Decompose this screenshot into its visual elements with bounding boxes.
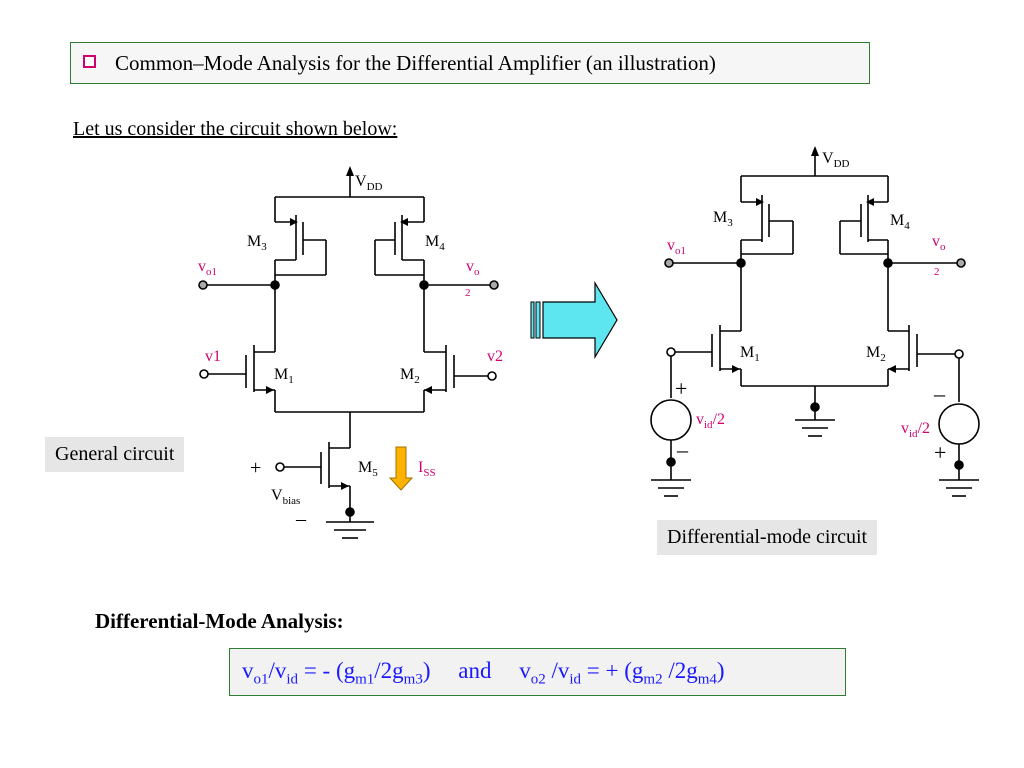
g-vo1-label: vo1 bbox=[198, 258, 217, 278]
d-vdd-label: VDD bbox=[822, 150, 850, 170]
d-left-source-label: vid/2 bbox=[696, 411, 725, 431]
checkbox-bullet-icon bbox=[83, 55, 96, 68]
equation-box: vo1/vid = - (gm1/2gm3) and vo2 /vid = + … bbox=[229, 648, 846, 696]
d-right-plus: + bbox=[934, 440, 946, 465]
current-arrow-icon bbox=[388, 446, 414, 491]
general-circuit-label: General circuit bbox=[45, 437, 185, 472]
d-m1-label: M1 bbox=[740, 344, 760, 364]
intro-text: Let us consider the circuit shown below: bbox=[73, 118, 398, 140]
d-vo1-label: vo1 bbox=[667, 237, 686, 257]
g-plus-sign: + bbox=[250, 457, 261, 479]
d-vo2-label: vo bbox=[932, 233, 946, 253]
d-right-minus: – bbox=[933, 381, 946, 406]
differential-circuit bbox=[650, 146, 980, 497]
transition-arrow-icon bbox=[530, 280, 618, 360]
g-vdd-label: VDD bbox=[355, 173, 383, 193]
d-right-source-label: vid/2 bbox=[901, 420, 930, 440]
g-m4-label: M4 bbox=[425, 233, 445, 253]
g-vbias-label: Vbias bbox=[271, 487, 300, 507]
d-m4-label: M4 bbox=[890, 212, 910, 232]
g-m2-label: M2 bbox=[400, 366, 420, 386]
g-minus-sign: – bbox=[295, 508, 307, 530]
g-iss-label: ISS bbox=[418, 459, 436, 479]
g-m3-label: M3 bbox=[247, 233, 267, 253]
differential-circuit-label: Differential-mode circuit bbox=[657, 520, 878, 555]
general-circuit bbox=[198, 166, 499, 539]
g-m1-label: M1 bbox=[274, 366, 294, 386]
g-vo2-label: vo bbox=[466, 258, 480, 278]
gain-equation: vo1/vid = - (gm1/2gm3) and vo2 /vid = + … bbox=[242, 658, 725, 688]
d-m2-label: M2 bbox=[866, 344, 886, 364]
slide-title: Common–Mode Analysis for the Differentia… bbox=[115, 51, 716, 75]
section-heading: Differential-Mode Analysis: bbox=[95, 609, 344, 633]
g-v2-label: v2 bbox=[487, 348, 503, 365]
g-m5-label: M5 bbox=[358, 459, 378, 479]
d-left-minus: – bbox=[676, 437, 689, 462]
d-left-plus: + bbox=[675, 376, 687, 401]
d-vo2-extra: 2 bbox=[934, 266, 940, 278]
d-m3-label: M3 bbox=[713, 209, 733, 229]
g-vo2-extra: 2 bbox=[465, 287, 471, 299]
g-v1-label: v1 bbox=[205, 348, 221, 365]
title-box: Common–Mode Analysis for the Differentia… bbox=[70, 42, 870, 84]
